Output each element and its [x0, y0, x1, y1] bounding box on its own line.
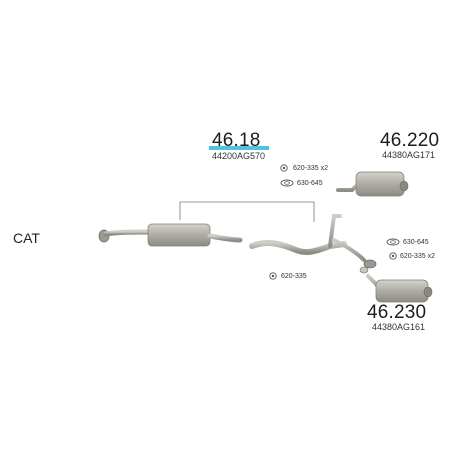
- oem-code-44380AG171: 44380AG171: [382, 150, 436, 160]
- clamp-icon-mid: [269, 272, 277, 280]
- part-number-46-18[interactable]: 46.18: [212, 130, 261, 151]
- rear-muffler-lower: [366, 274, 433, 303]
- fitting-label-clamp-mid[interactable]: 620-335: [281, 273, 307, 280]
- part-number-46-230[interactable]: 46.230: [367, 302, 427, 323]
- fitting-label-clamp-top[interactable]: 620-335 x2: [293, 165, 329, 172]
- part-number-46-220[interactable]: 46.220: [380, 130, 440, 151]
- rear-y-pipe: [249, 214, 377, 274]
- clamp-icon-right: [389, 252, 397, 260]
- callout-bracket-line: [179, 201, 315, 222]
- rear-muffler-upper: [336, 171, 409, 197]
- gasket-icon-top: [280, 179, 294, 187]
- oem-code-44380AG161: 44380AG161: [372, 322, 426, 332]
- oem-code-44200AG570: 44200AG570: [212, 151, 266, 161]
- fitting-label-gasket-right[interactable]: 630-645: [403, 239, 429, 246]
- front-pipe-section: [98, 223, 243, 247]
- fitting-label-gasket-top[interactable]: 630-645: [297, 180, 323, 187]
- cat-label: CAT: [13, 230, 40, 246]
- fitting-label-clamp-right[interactable]: 620-335 x2: [400, 253, 436, 260]
- clamp-icon-top: [280, 164, 288, 172]
- gasket-icon-right: [386, 238, 400, 246]
- center-muffler: [147, 223, 211, 247]
- part-number-highlight: [209, 146, 269, 150]
